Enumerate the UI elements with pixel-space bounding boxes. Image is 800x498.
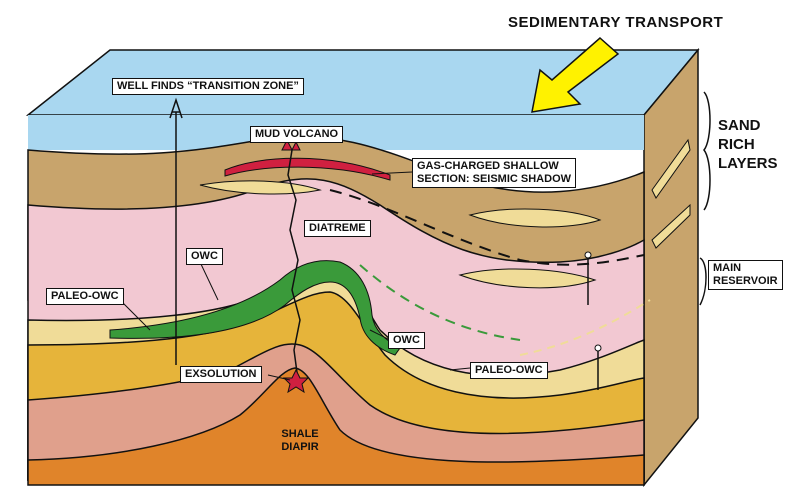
well-derrick-icon: [169, 97, 183, 119]
leader-gas: [371, 171, 413, 175]
shale-diapir: [27, 367, 645, 486]
sand-lens-1: [199, 180, 322, 195]
main-reservoir-label: MAIN RESERVOIR: [708, 260, 783, 290]
gas-charged-label: GAS-CHARGED SHALLOW SECTION: SEISMIC SHA…: [412, 158, 577, 188]
sand-rich-line-1: SAND: [718, 117, 761, 134]
paleo-owc-right-label: PALEO-OWC: [470, 362, 548, 379]
depth-marker-2: [594, 344, 602, 352]
dashed-line-yellow: [519, 299, 651, 356]
leader-paleo-left: [119, 299, 151, 331]
exsolution-label: EXSOLUTION: [180, 366, 262, 383]
leader-owc-right: [369, 329, 391, 341]
exsolution-icon: [282, 368, 310, 394]
shale-line-2: DIAPIR: [281, 441, 319, 453]
sand-lens-2: [468, 208, 602, 228]
owc-left-label: OWC: [186, 248, 223, 265]
sand-rich-line-3: LAYERS: [718, 155, 778, 172]
leader-exsolution: [267, 374, 291, 381]
shale-line-1: SHALE: [281, 428, 319, 440]
right-face: [643, 47, 699, 488]
owc-right-label: OWC: [388, 332, 425, 349]
side-lens-2: [651, 203, 691, 249]
sand-rich-bracket: [703, 91, 711, 211]
diagram-title: SEDIMENTARY TRANSPORT: [508, 14, 724, 31]
main-reservoir-line-2: RESERVOIR: [713, 275, 778, 287]
leader-owc-left: [199, 261, 219, 301]
dashed-line-upper: [329, 189, 645, 266]
gas-charged-lens: [224, 157, 391, 181]
sand-rich-layers-label: SAND RICH LAYERS: [718, 116, 777, 173]
gas-charged-line-2: SECTION: SEISMIC SHADOW: [417, 173, 572, 185]
diatreme-label: DIATREME: [304, 220, 371, 237]
gas-charged-line-1: GAS-CHARGED SHALLOW: [417, 160, 559, 172]
dashed-line-green: [359, 264, 521, 341]
side-lens-1: [651, 138, 691, 199]
main-reservoir-bracket: [699, 257, 707, 306]
paleo-owc-left-label: PALEO-OWC: [46, 288, 124, 305]
leader-paleo-right: [449, 367, 471, 371]
sand-rich-line-2: RICH: [718, 136, 755, 153]
central-fracture: [287, 149, 301, 381]
well-finds-label: WELL FINDS “TRANSITION ZONE”: [112, 78, 304, 95]
mud-volcano-label: MUD VOLCANO: [250, 126, 344, 143]
main-reservoir-line-1: MAIN: [713, 262, 742, 274]
shale-diapir-label: SHALE DIAPIR: [270, 428, 330, 454]
transport-arrow: [531, 37, 620, 113]
sand-lens-3: [458, 268, 597, 289]
depth-marker-1: [584, 251, 592, 259]
